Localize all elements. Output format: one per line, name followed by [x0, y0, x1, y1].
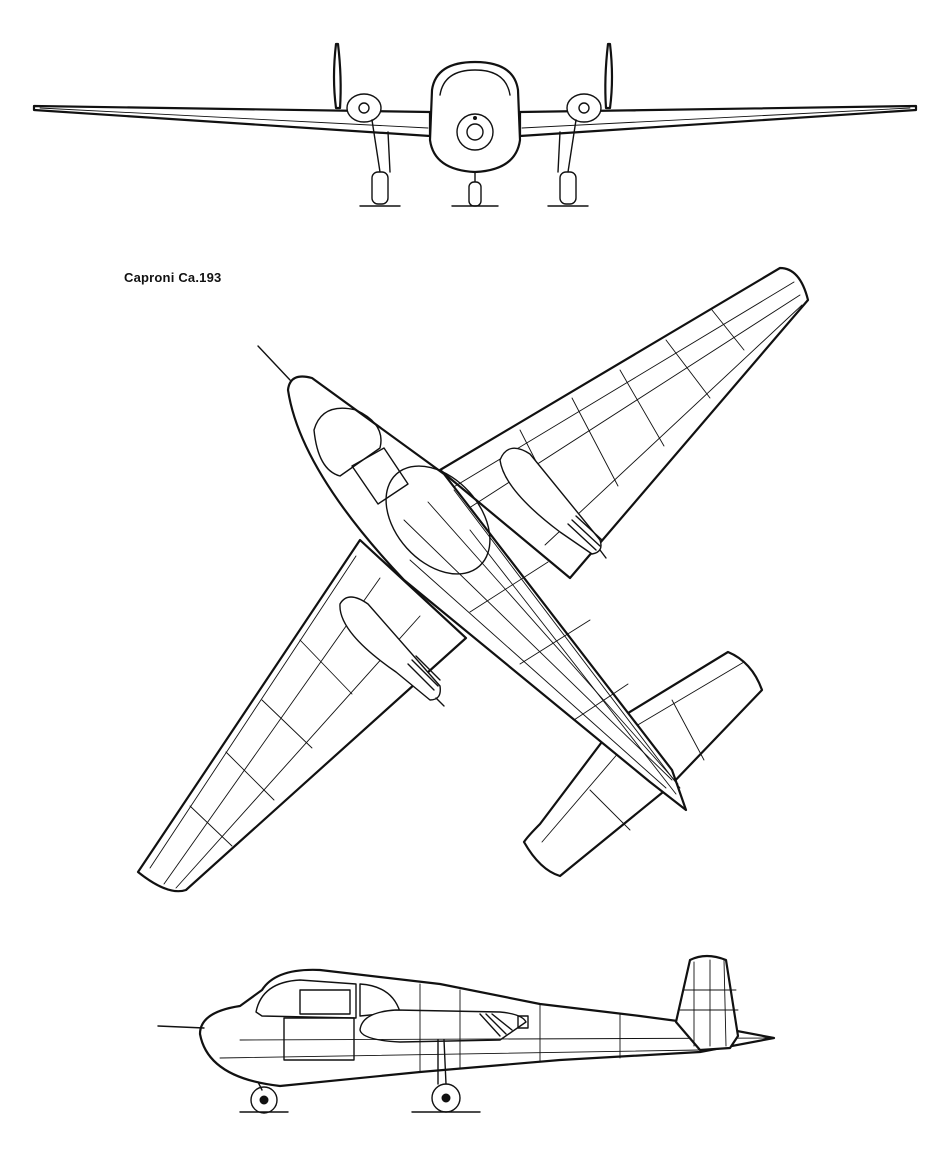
- top-fuselage: [286, 375, 688, 812]
- top-engine-lower: [339, 596, 441, 701]
- side-canopy: [255, 979, 357, 1019]
- front-engine-right: [547, 42, 614, 207]
- side-nose-gear: [239, 1081, 289, 1114]
- aircraft-title: Caproni Ca.193: [124, 270, 222, 285]
- top-engine-upper: [499, 447, 602, 555]
- side-engine-nacelle: [359, 1009, 527, 1043]
- top-wing-lower: [136, 538, 468, 893]
- top-view: [136, 266, 810, 893]
- top-canopy: [313, 407, 382, 477]
- front-view: [32, 42, 918, 207]
- front-engine-left: [332, 42, 401, 207]
- top-wing-upper: [438, 266, 810, 580]
- front-nose-gear: [451, 171, 499, 207]
- side-fin: [674, 954, 740, 1052]
- side-view: [157, 954, 776, 1114]
- side-main-gear: [411, 1039, 481, 1113]
